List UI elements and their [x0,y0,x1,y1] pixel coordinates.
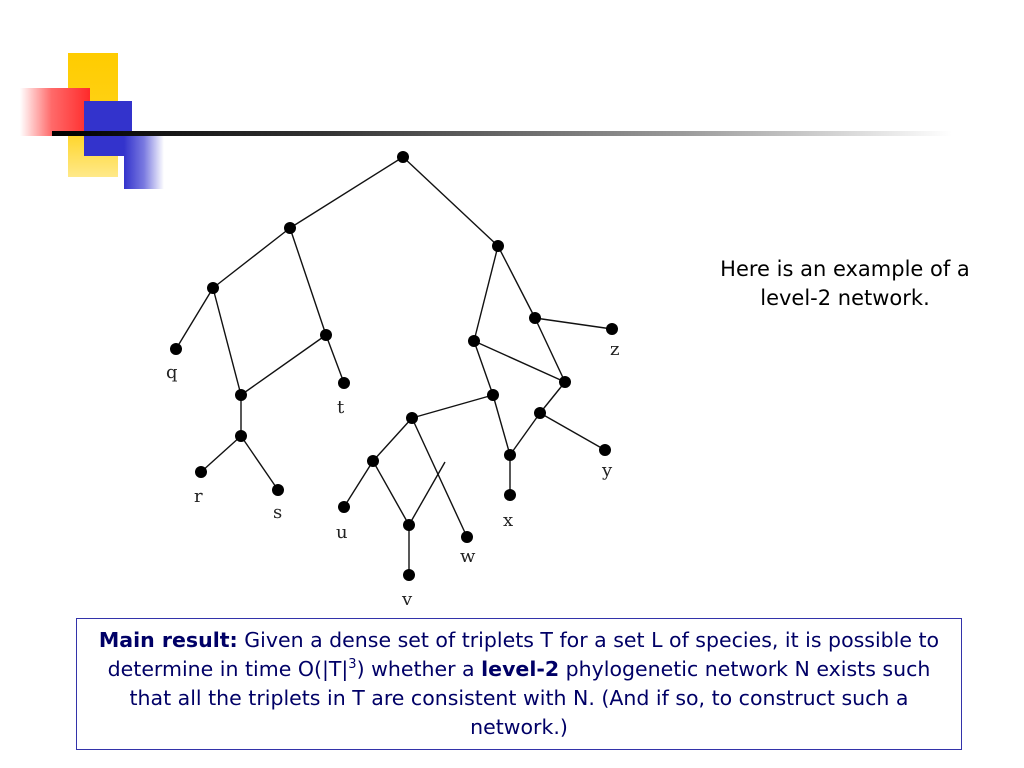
network-caption: Here is an example of a level-2 network. [680,255,1010,313]
internal-node [367,455,379,467]
decor-title-rule [52,131,952,136]
network-nodes [170,151,618,581]
edge [408,461,446,526]
leaf-node-r [195,466,207,478]
main-result-text-1: Given a dense set of triplets T for a se… [107,628,940,681]
leaf-node-q [170,343,182,355]
leaf-label-z: z [610,339,619,360]
main-result-box: Main result: Given a dense set of triple… [76,618,962,750]
edge [473,340,494,396]
caption-line-1: Here is an example of a [720,257,970,281]
edge [534,317,566,383]
edge [402,156,499,247]
edge [534,317,613,330]
internal-node [207,282,219,294]
main-result-text-3: phylogenetic network N exists such that … [129,657,931,739]
caption-line-2: level-2 network. [760,286,930,310]
leaf-labels: q t r s z y x u w v [166,339,619,610]
main-result-exponent: 3 [348,657,357,673]
main-result-text-2: ) whether a [356,657,482,681]
edge [175,287,214,350]
edge [289,156,404,229]
internal-node [320,329,332,341]
leaf-node-u [338,501,350,513]
leaf-label-x: x [503,510,513,531]
internal-node [235,430,247,442]
edge [539,381,566,414]
edge [325,334,345,384]
edge [289,227,327,336]
leaf-label-u: u [336,522,348,543]
leaf-node-t [338,377,350,389]
main-result-label: Main result: [98,628,238,652]
internal-node [284,222,296,234]
internal-node [492,240,504,252]
edge [509,412,541,456]
internal-node [468,335,480,347]
internal-node [534,407,546,419]
main-result-bold-term: level-2 [481,657,560,681]
reticulation-node [235,389,247,401]
leaf-label-q: q [166,362,178,383]
edge [240,435,279,491]
leaf-label-r: r [194,486,203,507]
internal-node [487,389,499,401]
decor-red-block [20,88,90,136]
edge [343,460,374,508]
internal-node [529,312,541,324]
root-node [397,151,409,163]
leaf-label-v: v [401,589,413,610]
leaf-label-w: w [460,546,476,567]
network-edges [175,156,613,575]
leaf-node-s [272,484,284,496]
decor-blue-fade-block [124,136,164,189]
reticulation-node [559,376,571,388]
edge [492,394,511,456]
reticulation-node [403,519,415,531]
leaf-node-x [504,489,516,501]
edge [240,334,327,396]
reticulation-node [504,449,516,461]
internal-node [406,412,418,424]
edge [411,417,468,538]
leaf-node-z [606,323,618,335]
edge [212,227,291,289]
edge [473,340,566,383]
edge [372,417,413,462]
leaf-label-t: t [337,397,345,418]
edge [411,394,494,419]
edge [212,287,242,396]
leaf-label-y: y [601,460,613,481]
edge [200,435,242,473]
leaf-node-v [403,569,415,581]
edge [372,460,410,526]
leaf-node-y [599,444,611,456]
leaf-label-s: s [273,502,282,523]
edge [497,245,536,319]
edge [473,245,499,342]
leaf-node-w [461,531,473,543]
edge [539,412,606,451]
